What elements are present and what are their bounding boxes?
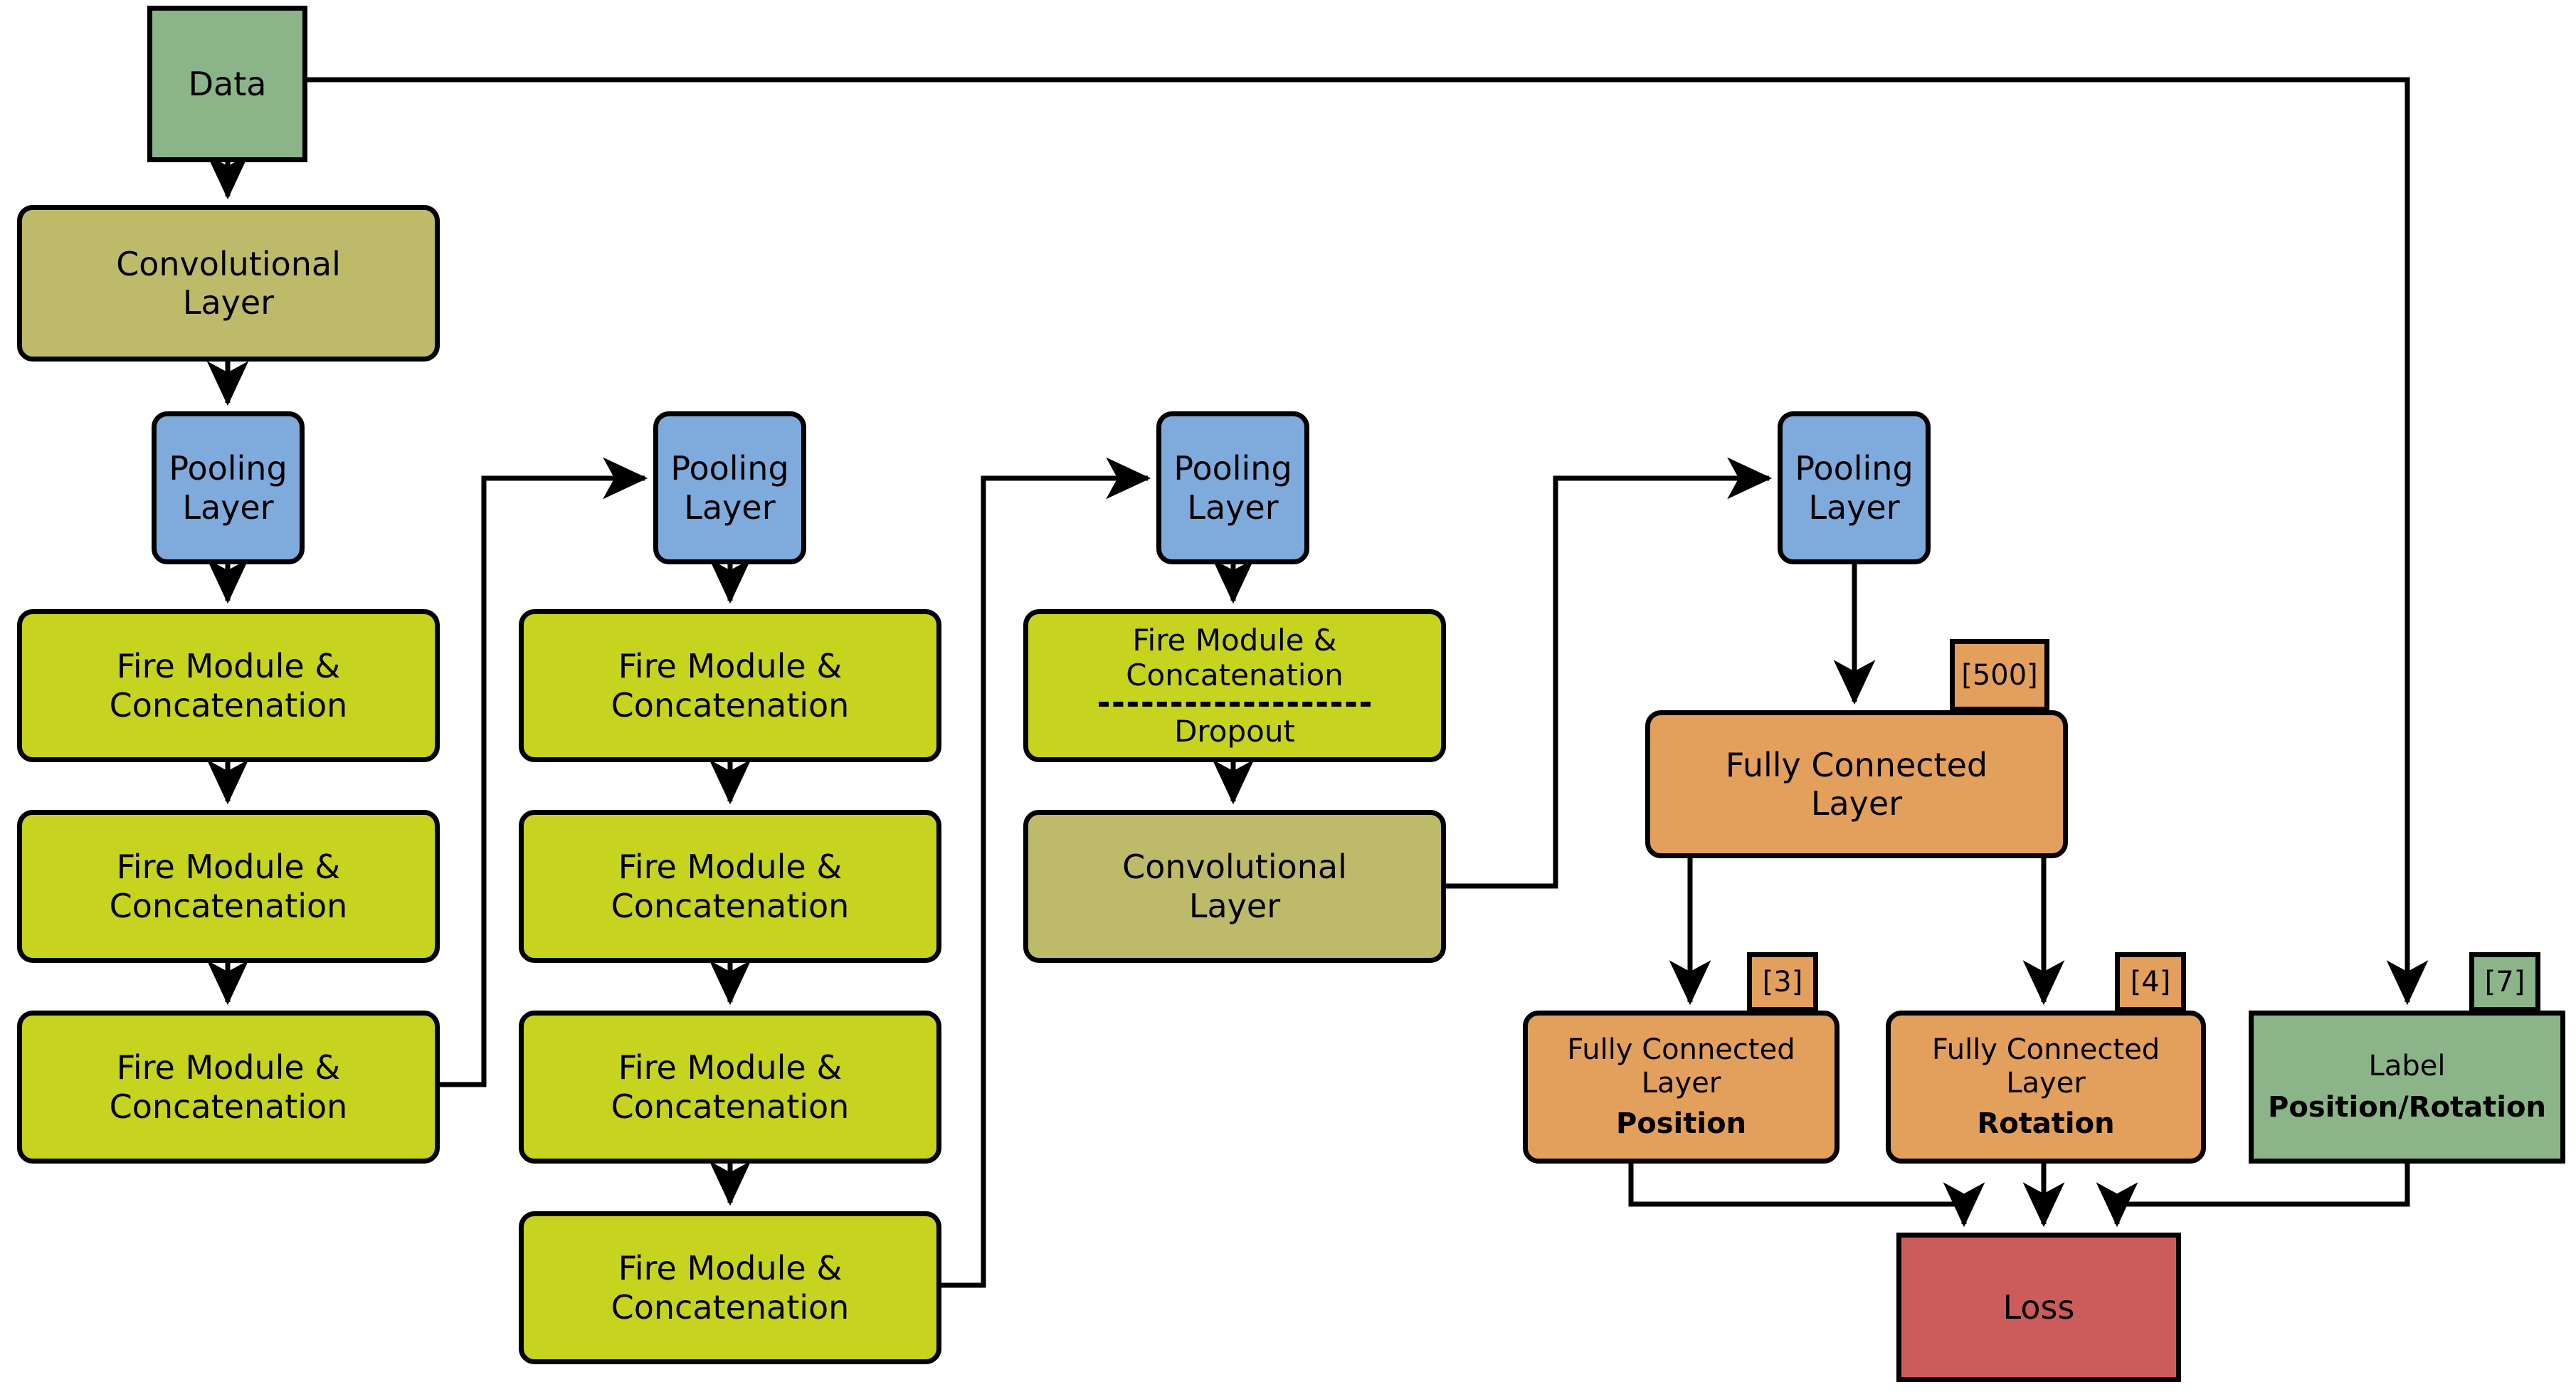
pooling-layer-3-label: Pooling Layer xyxy=(1173,449,1292,527)
pooling-layer-3: Pooling Layer xyxy=(1156,411,1309,564)
loss-node: Loss xyxy=(1896,1233,2181,1382)
badge-fc-rotation: [4] xyxy=(2115,952,2186,1012)
label-node-title: Label xyxy=(2368,1050,2446,1083)
fully-connected-layer-position-subtitle: Position xyxy=(1615,1107,1747,1141)
fire-module-1c-label: Fire Module & Concatenation xyxy=(109,1048,348,1126)
fire-module-2c-label: Fire Module & Concatenation xyxy=(611,1048,850,1126)
pooling-layer-2-label: Pooling Layer xyxy=(670,449,789,527)
pooling-layer-4-label: Pooling Layer xyxy=(1795,449,1913,527)
fire-module-1a: Fire Module & Concatenation xyxy=(17,609,440,762)
convolutional-layer-2-label: Convolutional Layer xyxy=(1122,848,1347,925)
loss-node-label: Loss xyxy=(2002,1287,2075,1327)
badge-fc-position: [3] xyxy=(1747,952,1818,1012)
badge-label-text: [7] xyxy=(2484,966,2525,998)
fire-module-1a-label: Fire Module & Concatenation xyxy=(109,647,348,724)
badge-fc-rotation-text: [4] xyxy=(2130,966,2171,998)
fully-connected-layer-rotation-subtitle: Rotation xyxy=(1977,1107,2115,1141)
fire-module-2a-label: Fire Module & Concatenation xyxy=(611,647,850,724)
label-node-subtitle: Position/Rotation xyxy=(2268,1090,2546,1124)
edge-label-to-loss xyxy=(2096,1164,2410,1228)
fire-module-2d-label: Fire Module & Concatenation xyxy=(611,1249,850,1327)
edge-fire1c-to-pool2 xyxy=(440,457,648,1087)
dropout-label: Dropout xyxy=(1174,713,1295,749)
pooling-layer-1: Pooling Layer xyxy=(152,411,305,564)
fire-module-1c: Fire Module & Concatenation xyxy=(17,1011,440,1164)
fire-module-1b: Fire Module & Concatenation xyxy=(17,810,440,963)
badge-fc-main-text: [500] xyxy=(1961,659,2038,692)
data-node-label: Data xyxy=(188,64,267,103)
fire-module-2c: Fire Module & Concatenation xyxy=(519,1011,941,1164)
fire-module-2b: Fire Module & Concatenation xyxy=(519,810,941,963)
badge-fc-main: [500] xyxy=(1950,639,2049,712)
fully-connected-layer-rotation-title: Fully Connected Layer xyxy=(1931,1033,2160,1100)
convolutional-layer-1-label: Convolutional Layer xyxy=(116,244,341,322)
dropout-divider xyxy=(1098,701,1371,707)
badge-fc-position-text: [3] xyxy=(1762,966,1803,998)
pooling-layer-4: Pooling Layer xyxy=(1778,411,1931,564)
edge-fcpos-to-loss xyxy=(1628,1164,1985,1228)
fire-module-2b-label: Fire Module & Concatenation xyxy=(611,848,850,925)
fire-module-2d: Fire Module & Concatenation xyxy=(519,1211,941,1364)
badge-label: [7] xyxy=(2469,952,2540,1012)
data-node: Data xyxy=(147,6,307,162)
fire-module-2a: Fire Module & Concatenation xyxy=(519,609,941,762)
fully-connected-layer-main-label: Fully Connected Layer xyxy=(1725,745,1988,823)
pooling-layer-2: Pooling Layer xyxy=(653,411,806,564)
convolutional-layer-1: Convolutional Layer xyxy=(17,205,440,362)
fully-connected-layer-main: Fully Connected Layer xyxy=(1645,710,2068,858)
fire-module-1b-label: Fire Module & Concatenation xyxy=(109,848,348,925)
convolutional-layer-2: Convolutional Layer xyxy=(1023,810,1446,963)
fire-module-dropout-title: Fire Module & Concatenation xyxy=(1126,622,1344,693)
pooling-layer-1-label: Pooling Layer xyxy=(169,449,287,527)
fully-connected-layer-position-title: Fully Connected Layer xyxy=(1567,1033,1795,1100)
